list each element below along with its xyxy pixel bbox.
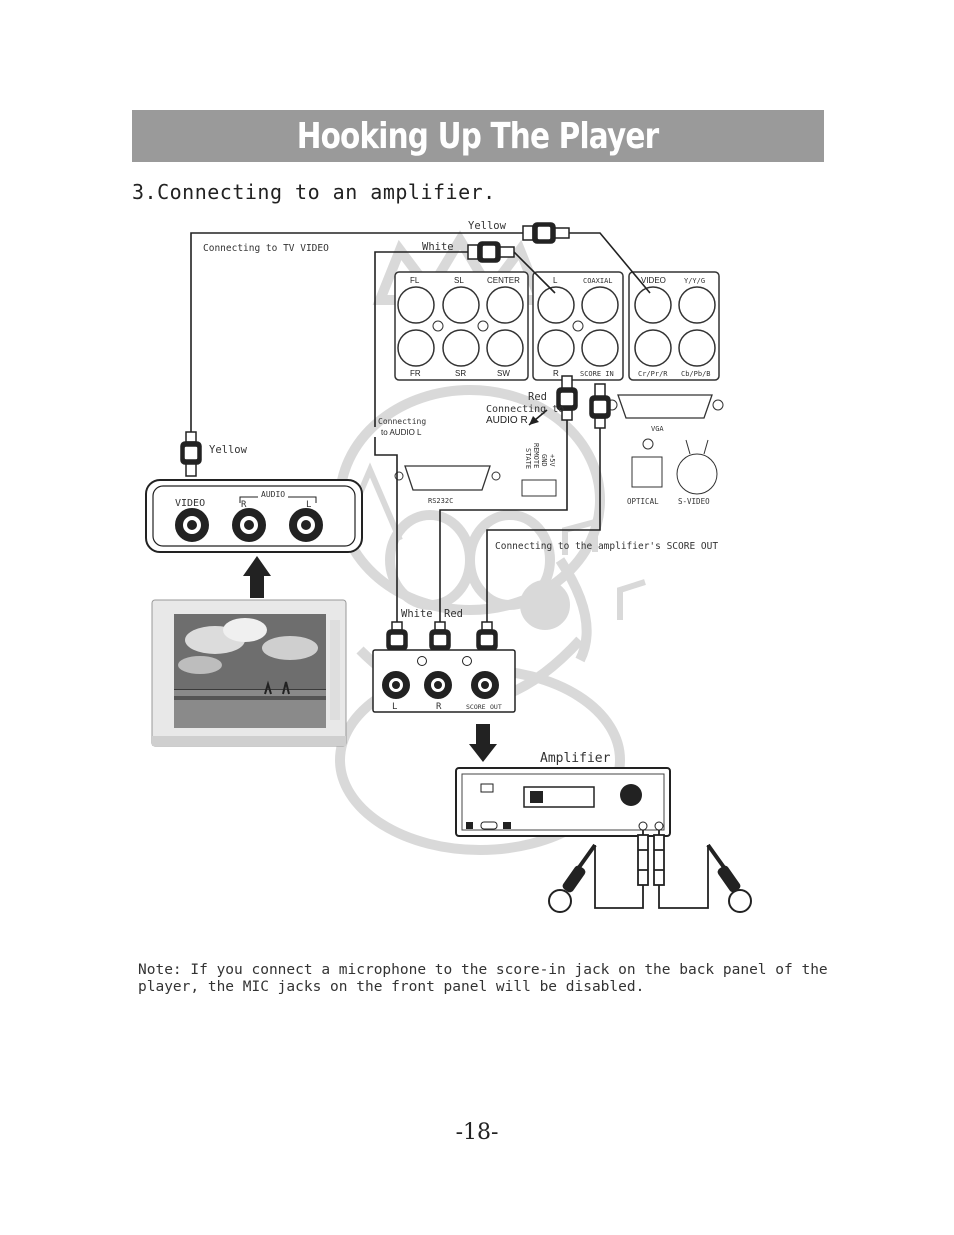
red-label: Red (528, 391, 547, 403)
vga-label: VGA (651, 425, 664, 433)
l-label: L (553, 276, 558, 285)
center-label: CENTER (487, 276, 520, 285)
tv-video-label: Connecting to TV VIDEO (203, 243, 329, 254)
fr-label: FR (410, 369, 421, 378)
cables (190, 232, 651, 625)
rs232c-label: RS232C (428, 497, 453, 505)
connecting-l-label: Connecting (378, 417, 426, 426)
amplifier (455, 767, 671, 837)
yellow-top-label: Yellow (468, 220, 507, 232)
video-label: VIDEO (641, 276, 666, 285)
title-banner: Hooking Up The Player (132, 110, 824, 162)
section-heading: 3.Connecting to an amplifier. (132, 180, 496, 204)
amp-r-label: R (436, 702, 442, 712)
r-label: R (553, 369, 559, 378)
page-number: -18- (455, 1120, 499, 1145)
page-title: Hooking Up The Player (297, 115, 659, 157)
connecting-to-label: Connecting to (486, 404, 564, 415)
player-back-panel: FL SL CENTER FR SR SW L COAXIAL R SCORE … (394, 271, 724, 506)
tv-video-jack-label: VIDEO (175, 498, 205, 509)
microphone-icon (548, 865, 586, 913)
microphone-icon (717, 865, 752, 913)
sw-label: SW (497, 369, 510, 378)
plus5v-label: +5V (548, 454, 556, 467)
white-bottom-label: White (401, 608, 433, 620)
yellow-left-label: Yellow (209, 444, 248, 456)
arrow-icon (529, 416, 539, 425)
cbpbb-label: Cb/Pb/B (681, 370, 711, 378)
fl-label: FL (410, 276, 420, 285)
tv-audio-label: AUDIO (261, 490, 285, 499)
tv-r-label: R (241, 500, 247, 510)
note-text: Note: If you connect a microphone to the… (138, 962, 828, 995)
tv-l-label: L (306, 500, 311, 510)
optical-label: OPTICAL (627, 497, 659, 506)
amp-l-label: L (392, 702, 397, 712)
sr-label: SR (455, 369, 466, 378)
score-in-label: SCORE IN (580, 370, 614, 378)
microphones (568, 830, 735, 909)
white-top-label: White (422, 241, 454, 253)
amplifier-label: Amplifier (540, 751, 611, 766)
sl-label: SL (454, 276, 464, 285)
red-bottom-label: Red (444, 608, 463, 620)
amplifier-input-panel: L R SCORE OUT (372, 649, 516, 713)
up-arrow-icon (243, 556, 271, 598)
score-out-label: Connecting to the amplifier's SCORE OUT (495, 541, 718, 552)
gnd-label: GND (540, 454, 548, 467)
amp-out-label: OUT (490, 703, 502, 711)
audio-r-label: AUDIO R (486, 415, 528, 426)
audio-l-label: to AUDIO L (381, 428, 422, 437)
crprr-label: Cr/Pr/R (638, 370, 668, 378)
state-label: STATE (524, 448, 532, 469)
remote-label: REMOTE (532, 443, 540, 468)
television (151, 599, 347, 747)
amp-score-label: SCORE (466, 703, 486, 711)
down-arrow-icon (469, 724, 497, 762)
yyg-label: Y/Y/G (684, 277, 705, 285)
svideo-label: S-VIDEO (678, 497, 710, 506)
tv-input-panel: VIDEO AUDIO R L (145, 479, 363, 553)
coaxial-label: COAXIAL (583, 277, 613, 285)
